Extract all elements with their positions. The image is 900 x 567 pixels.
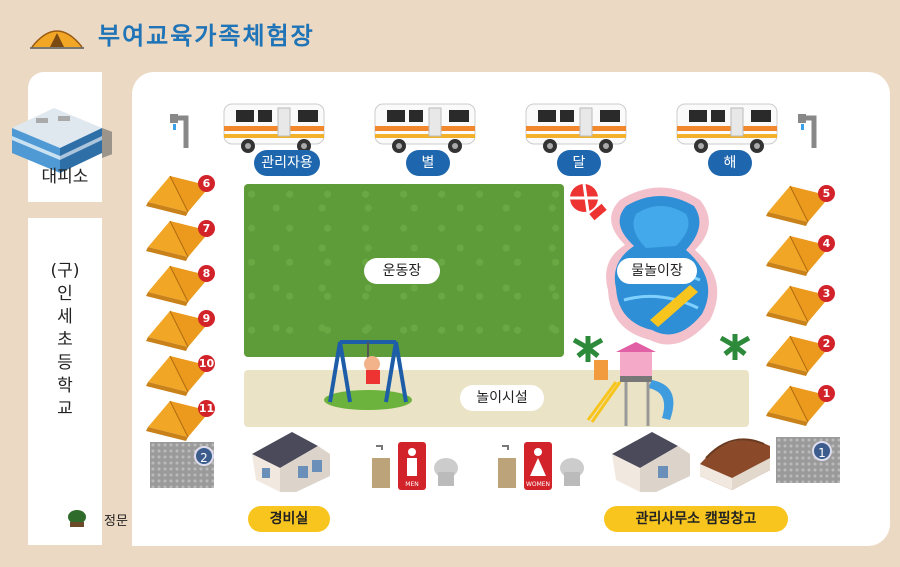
gravel-site-1[interactable] (776, 437, 840, 483)
svg-text:MEN: MEN (405, 481, 418, 488)
svg-text:WOMEN: WOMEN (526, 481, 550, 488)
tent-number: 10 (198, 355, 215, 372)
caravan-label: 관리자용 (254, 150, 320, 176)
palm-tree-icon (572, 336, 604, 362)
beach-umbrella-icon (570, 183, 607, 221)
camping-tent-icon (30, 30, 84, 49)
school-label-text: (구) 인 세 초 등 학 교 (50, 261, 80, 419)
playground-label: 놀이시설 (460, 385, 544, 411)
caravan-label: 해 (708, 150, 752, 176)
tent-number: 1 (818, 385, 835, 402)
tent-number: 11 (198, 400, 215, 417)
guard-house-icon (252, 432, 330, 492)
shelter-label: 대피소 (41, 167, 89, 187)
page-title: 부여교육가족체험장 (98, 21, 315, 50)
caravan-label: 별 (406, 150, 450, 176)
caravan-icon[interactable] (524, 100, 630, 156)
slide-structure-icon (586, 342, 674, 426)
shelter-building-icon (12, 108, 112, 173)
main-gate-label: 정문 (104, 514, 128, 529)
palm-tree-icon (719, 334, 751, 360)
tent-number: 4 (818, 235, 835, 252)
office-building-icon (612, 432, 690, 492)
office-label: 관리사무소 캠핑창고 (604, 506, 788, 532)
tent-number: 2 (818, 335, 835, 352)
field-label: 운동장 (364, 258, 440, 284)
shelter-panel: 대피소 (12, 72, 112, 202)
school-label: (구) 인 세 초 등 학 교 (28, 260, 102, 421)
caravan-icon[interactable] (222, 100, 328, 156)
tent-number: 9 (198, 310, 215, 327)
site-number-2: 2 (194, 446, 214, 466)
caravan-icon[interactable] (373, 100, 479, 156)
site-number-1: 1 (812, 441, 832, 461)
caravan-label: 달 (557, 150, 601, 176)
warehouse-icon (700, 438, 770, 490)
tent-number: 3 (818, 285, 835, 302)
gate-bush-icon (68, 510, 86, 527)
restroom-icon: MEN (372, 442, 458, 490)
restroom-icon: WOMEN (498, 442, 584, 490)
school-panel: (구) 인 세 초 등 학 교 (28, 218, 102, 545)
faucet-icon (798, 114, 817, 148)
tent-number: 8 (198, 265, 215, 282)
faucet-icon (170, 114, 189, 148)
caravan-icon[interactable] (675, 100, 781, 156)
tent-number: 6 (198, 175, 215, 192)
pool-label: 물놀이장 (617, 258, 697, 284)
tent-number: 5 (818, 185, 835, 202)
tent-number: 7 (198, 220, 215, 237)
guard-house-label: 경비실 (248, 506, 330, 532)
swing-set-icon (324, 340, 412, 410)
title-bar: 부여교육가족체험장 (28, 10, 315, 56)
